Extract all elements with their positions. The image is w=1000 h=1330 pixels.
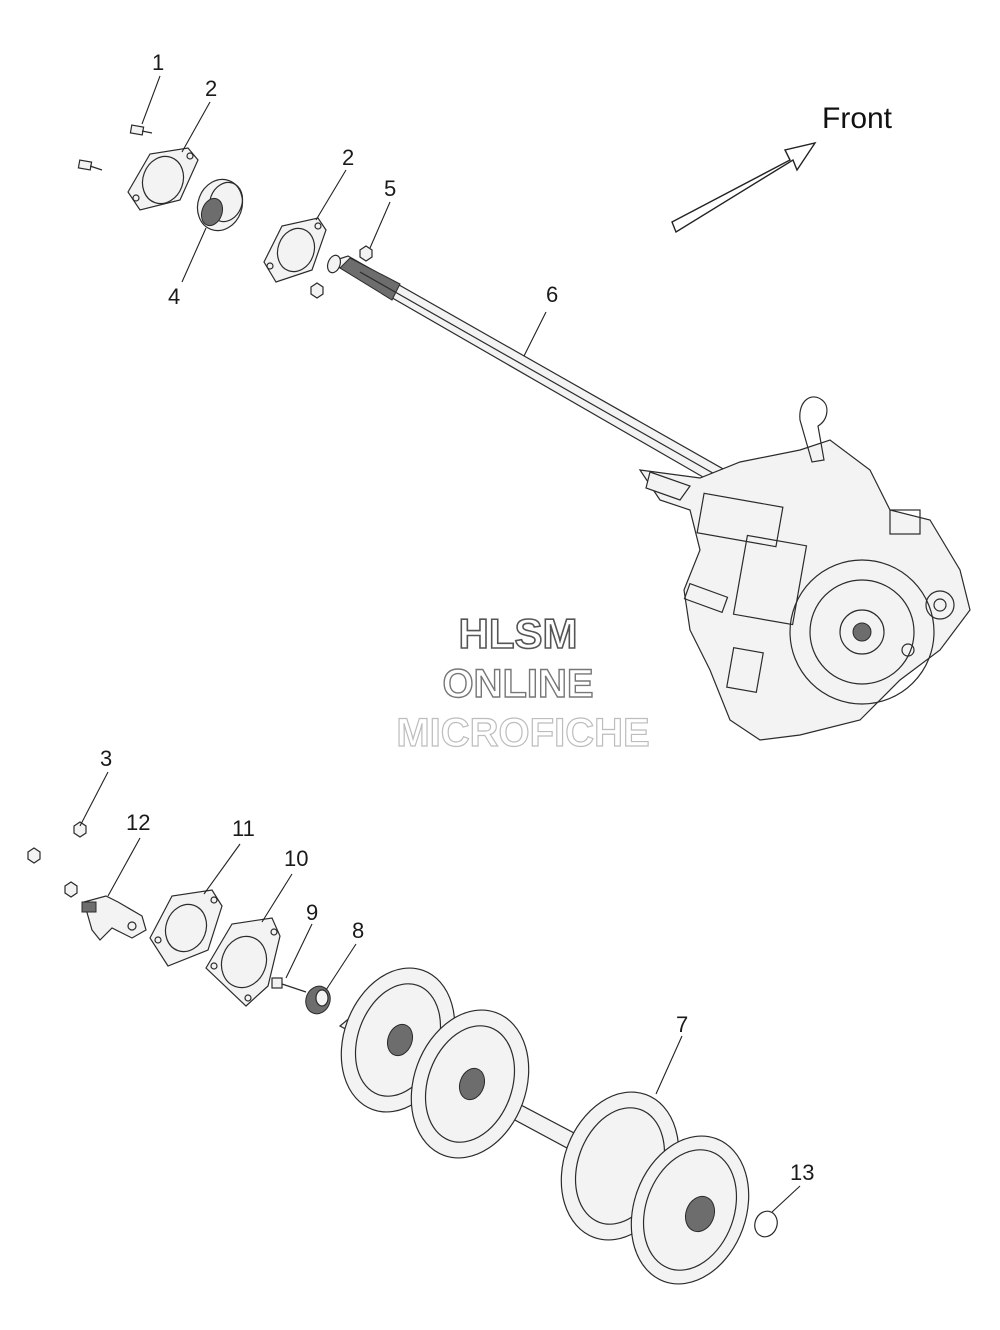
gasket-plate [205, 917, 281, 1007]
callout-9: 9 [306, 900, 318, 925]
sensor-bracket [81, 895, 147, 941]
watermark-line-2: ONLINE [442, 662, 593, 706]
callout-8: 8 [352, 918, 364, 943]
callout-7: 7 [676, 1012, 688, 1037]
nut-lower-1 [73, 821, 87, 838]
bolt-lower [271, 977, 307, 993]
callout-10: 10 [284, 846, 308, 871]
callout-2-left: 2 [205, 76, 217, 101]
drive-sprocket-2 [410, 1009, 530, 1159]
callout-6: 6 [546, 282, 558, 307]
front-label: Front [822, 102, 893, 135]
bearing [196, 178, 244, 232]
bolt-upper-2 [77, 159, 103, 171]
nut-lower-3 [64, 881, 78, 898]
nut-upper-1 [359, 245, 373, 262]
front-arrow-icon [671, 141, 817, 234]
watermark: HLSM ONLINE MICROFICHE [396, 609, 651, 755]
drive-shaft [326, 254, 733, 489]
watermark-line-3: MICROFICHE [396, 711, 649, 755]
bolt-upper-1 [129, 124, 153, 136]
nut-lower-2 [27, 847, 41, 864]
flange-plate-right [263, 217, 327, 283]
callout-1: 1 [152, 50, 164, 75]
callout-4: 4 [168, 284, 180, 309]
callout-11: 11 [232, 816, 255, 841]
watermark-line-1: HLSM [459, 610, 578, 657]
nut-upper-2 [310, 282, 324, 299]
sprocket-gear [305, 985, 331, 1015]
callout-13: 13 [790, 1160, 814, 1185]
chaincase-housing [638, 396, 971, 741]
drive-sprocket-4 [630, 1135, 750, 1285]
flange-plate-lower-left [149, 889, 223, 967]
track-drive-axle [338, 967, 750, 1285]
callout-3: 3 [100, 746, 112, 771]
callout-12: 12 [126, 810, 150, 835]
callout-5: 5 [384, 176, 396, 201]
callout-2-right: 2 [342, 145, 354, 170]
flange-plate-left [127, 147, 199, 211]
o-ring [754, 1210, 778, 1238]
leader-lines [79, 75, 801, 1213]
